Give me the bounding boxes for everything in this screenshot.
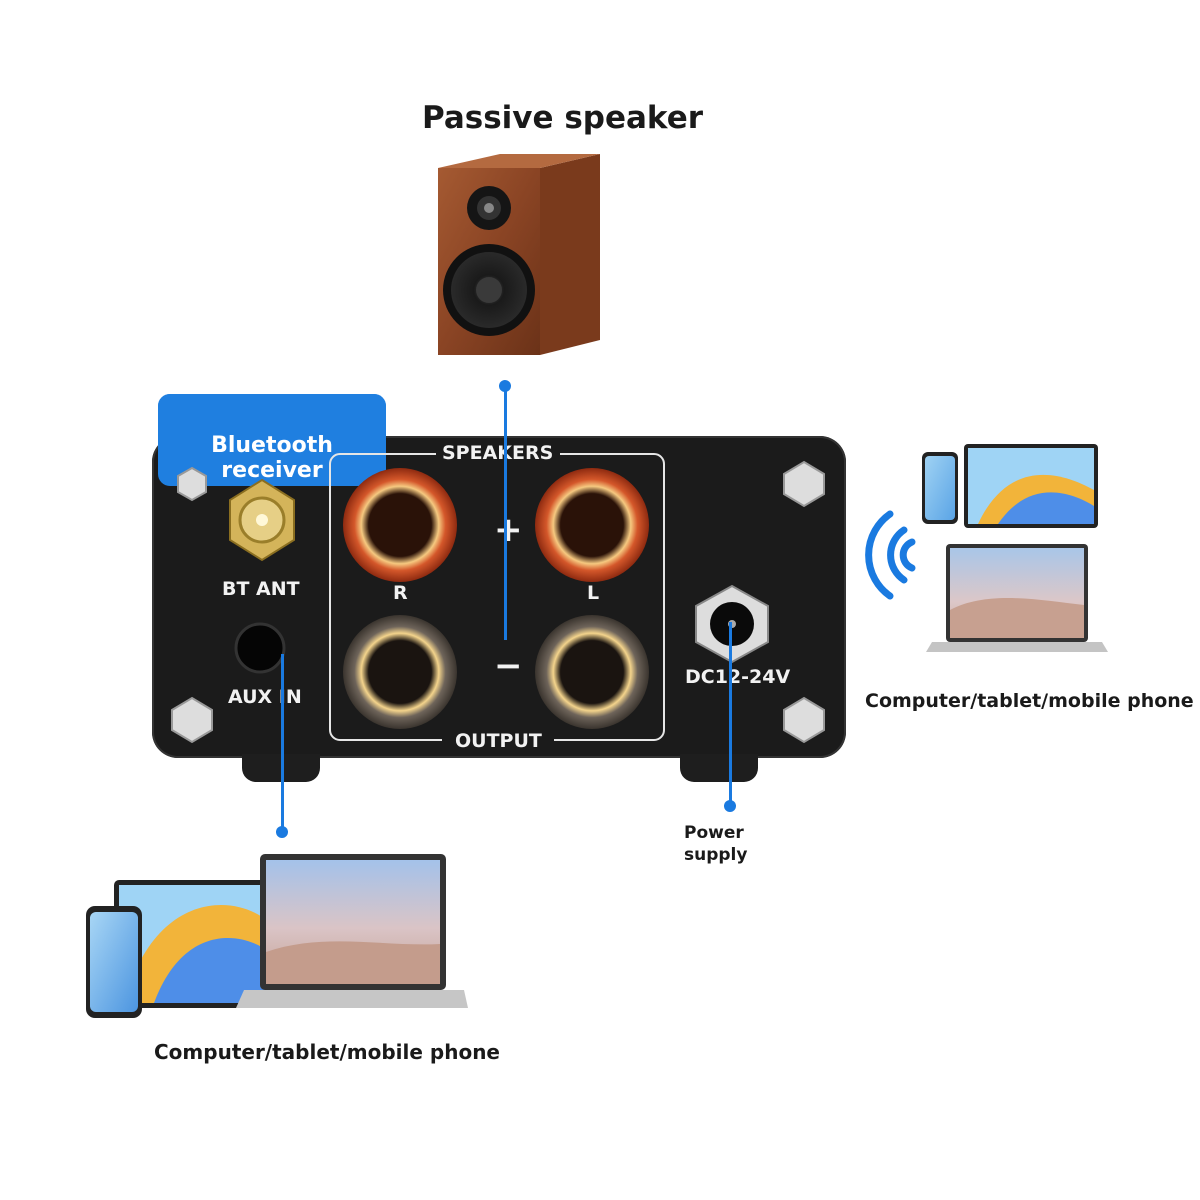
right-devices-image [922, 444, 1108, 652]
aux-connection-line [281, 654, 284, 832]
passive-speaker-title: Passive speaker [421, 100, 704, 136]
dc-input-label: DC12-24V [685, 666, 791, 688]
aux-in-label: AUX IN [228, 686, 302, 708]
bt-ant-label: BT ANT [222, 578, 300, 600]
positive-label: + [494, 510, 523, 550]
speaker-connection-line [504, 386, 507, 640]
passive-speaker-image [438, 154, 600, 355]
bottom-devices-caption: Computer/tablet/mobile phone [154, 1040, 500, 1064]
right-devices-caption: Computer/tablet/mobile phone [865, 690, 1194, 712]
power-connection-dot [724, 800, 736, 812]
wireless-signal-icon [865, 510, 916, 600]
left-channel-label: L [587, 582, 600, 604]
aux-connection-dot [276, 826, 288, 838]
power-connection-line [729, 622, 732, 804]
speakers-label: SPEAKERS [442, 442, 554, 464]
speaker-connection-dot [499, 380, 511, 392]
bottom-devices-image [86, 854, 468, 1018]
right-channel-label: R [393, 582, 408, 604]
callout-text: Bluetooth receiver [211, 433, 333, 483]
output-label: OUTPUT [455, 730, 542, 752]
negative-label: − [494, 646, 523, 686]
power-supply-caption: Power supply [684, 823, 748, 865]
right-foot [680, 754, 758, 782]
amplifier-graphics [171, 442, 825, 752]
